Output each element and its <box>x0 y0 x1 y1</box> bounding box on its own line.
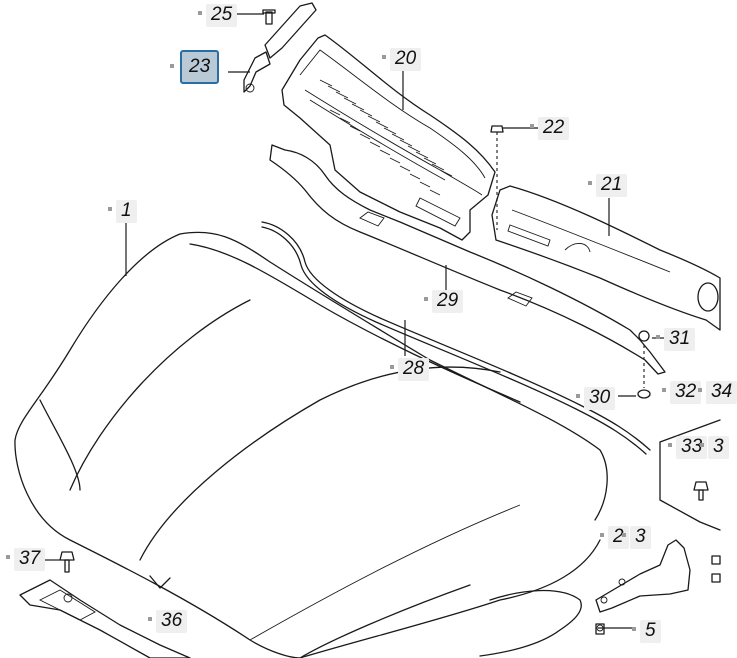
clip-33[interactable] <box>693 481 709 501</box>
callout-20[interactable]: 20 <box>381 48 422 71</box>
clip-31[interactable] <box>638 330 650 342</box>
clip-30[interactable] <box>637 345 651 399</box>
callout-33[interactable]: 33 <box>667 436 708 459</box>
callout-32[interactable]: 32 <box>661 381 702 404</box>
hood-panel[interactable] <box>14 231 608 658</box>
clip-right[interactable] <box>711 555 721 583</box>
callout-30[interactable]: 30 <box>575 387 616 410</box>
callout-36[interactable]: 36 <box>147 610 188 633</box>
leader-lines <box>45 13 665 629</box>
hood-support-rod[interactable] <box>243 2 317 93</box>
callout-31[interactable]: 31 <box>655 328 696 351</box>
hood-hinge[interactable] <box>595 539 691 613</box>
parts-diagram <box>14 2 721 658</box>
callout-2[interactable]: 2 <box>600 526 629 549</box>
callout-1[interactable]: 1 <box>108 200 137 223</box>
cowl-seal-bracket[interactable] <box>269 144 666 375</box>
side-bracket-outline <box>659 419 721 531</box>
cowl-top-panel[interactable] <box>281 34 496 241</box>
clip-22[interactable] <box>490 125 504 230</box>
callout-21[interactable]: 21 <box>587 174 628 197</box>
bolt-5[interactable] <box>595 623 605 635</box>
cowl-side-panel[interactable] <box>491 185 721 331</box>
front-lock-support[interactable] <box>19 579 191 658</box>
hood-weatherstrip[interactable] <box>261 221 651 455</box>
clip-37[interactable] <box>59 551 75 573</box>
cowl-vent-slats <box>319 79 453 196</box>
callout-25[interactable]: 25 <box>197 4 238 27</box>
callout-5[interactable]: 5 <box>632 620 661 643</box>
callout-28[interactable]: 28 <box>389 358 430 381</box>
callout-34[interactable]: 34 <box>697 381 737 404</box>
callout-29[interactable]: 29 <box>423 290 464 313</box>
callout-23[interactable]: 23 <box>169 50 220 84</box>
callout-3-right[interactable]: 3 <box>700 436 729 459</box>
callout-3[interactable]: 3 <box>622 526 651 549</box>
callout-22[interactable]: 22 <box>529 117 570 140</box>
bolt-25[interactable] <box>262 9 276 25</box>
callout-37[interactable]: 37 <box>5 548 46 571</box>
